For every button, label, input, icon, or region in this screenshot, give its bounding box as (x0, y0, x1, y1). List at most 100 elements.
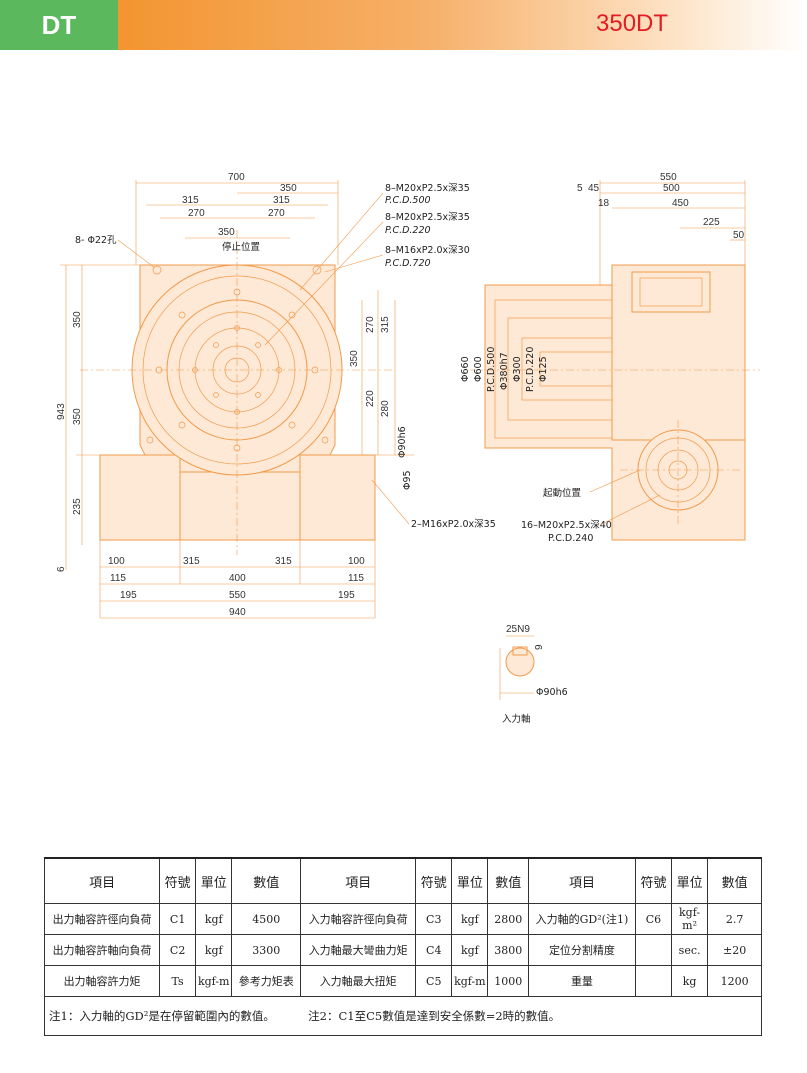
front-dim-115b: 115 (348, 573, 364, 584)
front-view: 700 350 315 315 270 270 350 停止位置 8- Φ22孔… (56, 172, 496, 619)
side-dim-450: 450 (672, 198, 689, 209)
front-shaft-90h6: Φ90h6 (397, 426, 408, 458)
shaft-detail: 25N9 9 Φ90h6 入力軸 (499, 624, 568, 725)
front-dim-270a: 270 (188, 208, 205, 219)
cell: 出力軸容許徑向負荷 (43, 903, 161, 935)
front-dim-700: 700 (228, 172, 245, 183)
cell: 入力軸的GD²(注1) (527, 903, 636, 935)
side-dim-5: 5 (577, 183, 583, 194)
side-view: 550 5 45 500 18 450 225 50 Φ660 Φ600 P.C… (460, 172, 760, 544)
cell: 4500 (231, 903, 302, 935)
cell: 2800 (487, 903, 529, 935)
col-symbol: 符號 (634, 857, 672, 904)
front-dim-100a: 100 (108, 556, 125, 567)
side-dim-550: 550 (660, 172, 677, 183)
key-depth-label: 9 (534, 644, 545, 650)
side-dim-50: 50 (733, 230, 745, 241)
side-step-4 (539, 351, 613, 387)
front-dim-550: 550 (229, 590, 246, 601)
cell (634, 965, 672, 997)
side-tap-callout-b: P.C.D.240 (548, 533, 593, 544)
callout-2b: P.C.D.220 (385, 225, 431, 236)
spec-notes-row: 注1：入力軸的GD²是在停留範圍內的數值。 注2：C1至C5數值是達到安全係數=… (44, 996, 762, 1036)
start-position-label: 起動位置 (543, 487, 581, 499)
cell: 2.7 (707, 903, 762, 935)
cell: 入力軸最大扭矩 (300, 965, 417, 997)
cell: C6 (634, 903, 672, 935)
series-badge: DT (0, 0, 118, 50)
front-bottom-dimlines (99, 540, 376, 619)
front-dim-350c: 350 (72, 311, 83, 328)
callout-2a: 8–M20xP2.5x深35 (385, 212, 470, 223)
key-width-label: 25N9 (506, 624, 530, 635)
cell: 入力軸容許徑向負荷 (300, 903, 417, 935)
cell: kg (670, 965, 709, 997)
side-dim-45: 45 (588, 183, 600, 194)
front-dim-270b: 270 (268, 208, 285, 219)
side-pcd-220: P.C.D.220 (525, 347, 536, 392)
input-shaft-label: 入力軸 (502, 713, 531, 725)
cell: C4 (415, 934, 453, 966)
front-dim-270c: 270 (365, 316, 376, 333)
cell: 參考力矩表 (231, 965, 302, 997)
callout-leaders (264, 192, 384, 346)
col-unit: 單位 (670, 857, 709, 904)
cell: kgf (451, 934, 489, 966)
keyway (512, 646, 528, 656)
front-dim-195a: 195 (120, 590, 137, 601)
col-item: 項目 (43, 857, 161, 904)
front-dim-280: 280 (380, 400, 391, 417)
cell: 出力軸容許軸向負荷 (43, 934, 161, 966)
front-top-dimlines (135, 180, 339, 265)
start-leader (589, 469, 641, 493)
cell: 1000 (487, 965, 529, 997)
col-value: 數值 (231, 857, 302, 904)
front-dim-315c: 315 (380, 316, 391, 333)
cell: C1 (159, 903, 197, 935)
side-dia-660: Φ660 (460, 356, 471, 382)
side-tap-callout-a: 16–M20xP2.5x深40 (521, 520, 612, 531)
front-dim-400: 400 (229, 573, 246, 584)
front-dim-350b: 350 (218, 227, 235, 238)
hole-leader (117, 239, 156, 269)
shaft-dia-label: Φ90h6 (536, 687, 568, 698)
front-dim-235: 235 (72, 498, 83, 515)
cell: 3300 (231, 934, 302, 966)
col-symbol: 符號 (159, 857, 197, 904)
cell: 定位分割精度 (527, 934, 636, 966)
col-item: 項目 (527, 857, 636, 904)
front-dim-100b: 100 (348, 556, 365, 567)
front-dim-6: 6 (56, 566, 67, 572)
front-dim-315b: 315 (273, 195, 290, 206)
cell: kgf (451, 903, 489, 935)
note-2: 注2：C1至C5數值是達到安全係數=2時的數值。 (308, 1009, 561, 1023)
hole-callout: 8- Φ22孔 (75, 235, 117, 246)
front-dim-220: 220 (365, 390, 376, 407)
model-title: 350DT (596, 10, 669, 37)
col-unit: 單位 (451, 857, 489, 904)
side-cover-plate (631, 271, 711, 313)
front-dim-350d: 350 (72, 408, 83, 425)
side-pcd-500: P.C.D.500 (486, 347, 497, 392)
front-left-dimlines (60, 264, 140, 570)
cell: 出力軸容許力矩 (43, 965, 161, 997)
technical-drawing: 700 350 315 315 270 270 350 停止位置 8- Φ22孔… (56, 172, 760, 725)
front-dim-940: 940 (229, 607, 246, 618)
spec-table: 項目 符號 單位 數值 項目 符號 單位 數值 項目 符號 單位 數值 出力軸容… (43, 857, 762, 1036)
spec-row: 出力軸容許軸向負荷 C2 kgf 3300 入力軸最大彎曲力矩 C4 kgf 3… (43, 934, 762, 966)
side-top-dimlines (599, 180, 746, 285)
front-dim-350e: 350 (349, 350, 360, 367)
front-right-foot (299, 454, 376, 541)
col-value: 數值 (487, 857, 529, 904)
page-header: DT 350DT (0, 0, 807, 50)
col-unit: 單位 (195, 857, 233, 904)
spec-row: 出力軸容許力矩 Ts kgf-m 參考力矩表 入力軸最大扭矩 C5 kgf-m … (43, 965, 762, 997)
front-left-foot (99, 454, 181, 541)
side-dim-225: 225 (703, 217, 720, 228)
cell: 1200 (707, 965, 762, 997)
callout-1b: P.C.D.500 (385, 195, 431, 206)
callout-3a: 8–M16xP2.0x深30 (385, 245, 470, 256)
cell: 3800 (487, 934, 529, 966)
front-shaft-95: Φ95 (402, 470, 413, 490)
front-dim-943: 943 (56, 403, 67, 420)
